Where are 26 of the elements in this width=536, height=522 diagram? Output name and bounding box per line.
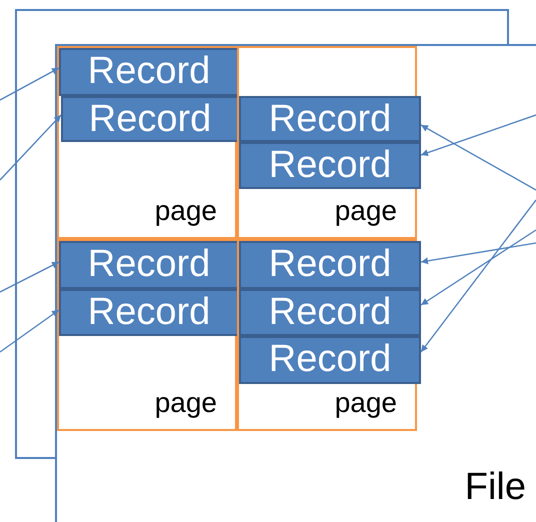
arrow [420, 242, 536, 264]
record-box: Record [239, 289, 421, 336]
record-box: Record [59, 48, 239, 96]
arrow [420, 124, 536, 191]
record-box: Record [59, 289, 239, 336]
page-box [57, 239, 237, 431]
arrow [420, 200, 536, 352]
file-outline [55, 44, 536, 522]
page-box [57, 46, 237, 239]
page-label: page [154, 195, 217, 227]
record-box: Record [239, 142, 421, 189]
record-box: Record [239, 336, 421, 384]
page-label: page [334, 195, 397, 227]
arrow [0, 67, 60, 101]
arrow [420, 114, 536, 156]
arrow [420, 229, 536, 306]
file-label: File [464, 466, 526, 508]
page-label: page [334, 387, 397, 419]
record-box: Record [239, 96, 421, 142]
arrow [0, 309, 60, 353]
arrow [0, 261, 60, 293]
page-label: page [154, 387, 217, 419]
arrow [0, 114, 62, 180]
record-box: Record [61, 96, 239, 142]
record-box: Record [239, 241, 421, 289]
record-box: Record [59, 241, 239, 289]
